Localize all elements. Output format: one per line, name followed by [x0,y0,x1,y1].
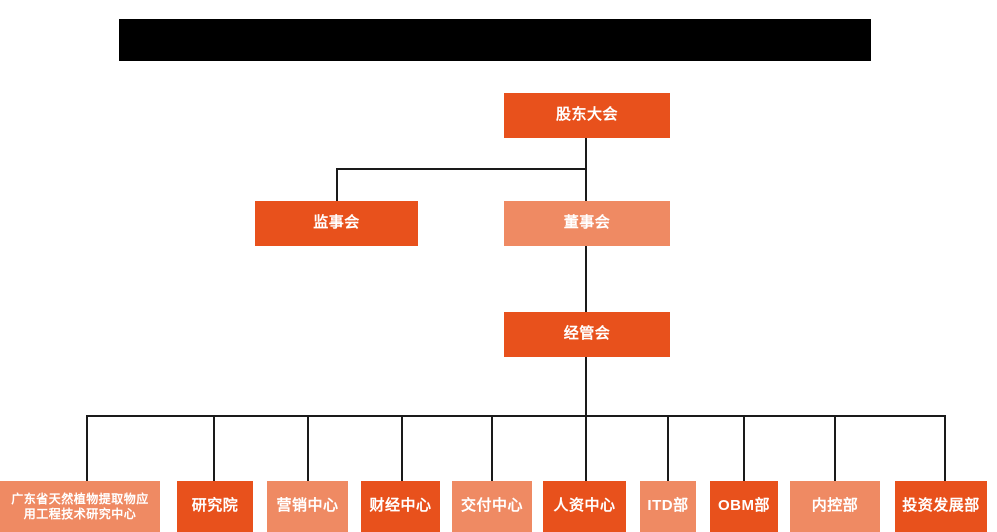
node-label: 研究院 [191,497,239,515]
redacted-title-bar [119,19,871,61]
edge-level2-bus [336,168,587,170]
edge-to-dept2 [213,415,215,481]
node-label: 财经中心 [369,497,432,515]
edge-to-dept6 [585,415,587,481]
edge-to-dept1 [86,415,88,481]
node-dept-research-institute[interactable]: 研究院 [177,481,253,532]
node-shareholders-meeting[interactable]: 股东大会 [504,93,670,138]
edge-shareholders-stem [585,138,587,169]
edge-to-dept5 [491,415,493,481]
node-label: 董事会 [563,214,611,232]
node-dept-investment-development[interactable]: 投资发展部 [895,481,987,532]
edge-to-dept9 [834,415,836,481]
node-label: 经管会 [563,325,611,343]
node-label: 股东大会 [555,106,618,124]
node-label: 投资发展部 [902,497,980,515]
node-dept-internal-control[interactable]: 内控部 [790,481,880,532]
edge-to-dept7 [667,415,669,481]
edge-board-to-mgmt [585,246,587,312]
node-dept-hr-center[interactable]: 人资中心 [543,481,626,532]
node-label: 营销中心 [276,497,339,515]
node-label: 内控部 [811,497,859,515]
node-supervisory-board[interactable]: 监事会 [255,201,418,246]
node-dept-obm[interactable]: OBM部 [710,481,778,532]
edge-to-supervisory [336,168,338,201]
node-board-of-directors[interactable]: 董事会 [504,201,670,246]
node-label: 监事会 [313,214,360,232]
node-label: 人资中心 [553,497,616,515]
edge-departments-bus [86,415,946,417]
edge-to-dept8 [743,415,745,481]
edge-to-dept3 [307,415,309,481]
edge-mgmt-stem [585,357,587,416]
edge-to-board [585,168,587,201]
node-dept-marketing-center[interactable]: 营销中心 [267,481,348,532]
node-dept-guangdong-research-center[interactable]: 广东省天然植物提取物应 用工程技术研究中心 [0,481,160,532]
node-label: 广东省天然植物提取物应 用工程技术研究中心 [11,491,149,521]
node-label: ITD部 [647,497,689,515]
node-dept-finance-center[interactable]: 财经中心 [361,481,440,532]
node-dept-delivery-center[interactable]: 交付中心 [452,481,532,532]
edge-to-dept10 [944,415,946,481]
edge-to-dept4 [401,415,403,481]
node-label: OBM部 [718,497,770,515]
node-dept-itd[interactable]: ITD部 [640,481,696,532]
node-label: 交付中心 [460,497,523,515]
node-management-committee[interactable]: 经管会 [504,312,670,357]
